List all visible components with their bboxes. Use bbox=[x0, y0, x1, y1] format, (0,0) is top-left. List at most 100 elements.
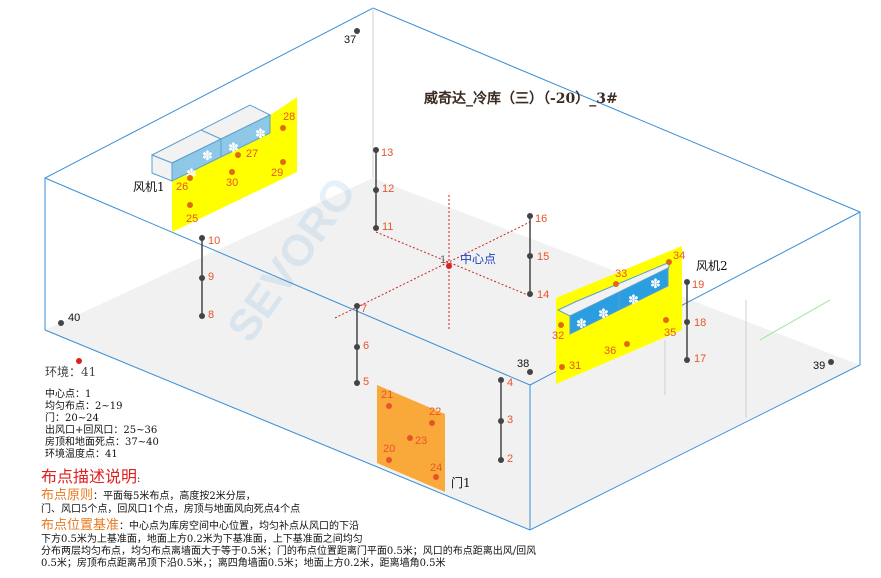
basis-text: 下方0.5米为上基准面，地面上方0.2米为下基准面，上下基准面之间均匀 bbox=[41, 534, 363, 545]
point-30-label: 30 bbox=[226, 177, 238, 189]
fan-icon: ✽ bbox=[255, 127, 266, 142]
point-2-label: 2 bbox=[507, 453, 513, 465]
point-23-marker bbox=[407, 435, 413, 441]
fan1-label: 风机1 bbox=[133, 180, 165, 194]
point-33-label: 33 bbox=[615, 268, 627, 280]
point-22-label: 22 bbox=[429, 406, 441, 418]
point-16-label: 16 bbox=[535, 213, 547, 225]
point-35-marker bbox=[663, 317, 669, 323]
point-26-marker bbox=[187, 175, 193, 181]
point-3-marker bbox=[498, 418, 504, 424]
basis-line: 布点位置基准：中心点为库房空间中心位置，均匀补点从风口的下沿 bbox=[41, 514, 359, 533]
fan-glyphs: ✽ ✽ ✽ ✽ ✽ ✽ ✽ ✽ bbox=[186, 127, 661, 332]
point-34-label: 34 bbox=[673, 250, 685, 262]
point-38-marker bbox=[527, 369, 533, 375]
legend-item: 门：20~24 bbox=[45, 413, 99, 424]
point-21-label: 21 bbox=[381, 389, 393, 401]
point-38-label: 38 bbox=[517, 358, 529, 370]
center-cross-lines bbox=[334, 195, 531, 330]
fan-icon: ✽ bbox=[186, 167, 197, 182]
point-20-marker bbox=[386, 457, 392, 463]
point-8-label: 8 bbox=[208, 309, 214, 321]
point-1-marker bbox=[446, 263, 452, 269]
legend-item: 均匀布点：2~19 bbox=[45, 401, 123, 412]
fan-icon: ✽ bbox=[598, 307, 609, 322]
point-36-marker bbox=[624, 341, 630, 347]
point-22-marker bbox=[429, 420, 435, 426]
door-label: 门1 bbox=[451, 475, 471, 490]
legend-item: 出风口+回风口：25~36 bbox=[45, 425, 158, 436]
basis-text: ：中心点为库房空间中心位置，均匀补点从风口的下沿 bbox=[119, 521, 360, 532]
point-31-label: 31 bbox=[569, 360, 581, 372]
point-15-label: 15 bbox=[537, 251, 549, 263]
point-13-marker bbox=[373, 147, 379, 153]
point-23-label: 23 bbox=[415, 435, 427, 447]
legend-item: 房顶和地面死点：37~40 bbox=[45, 437, 159, 448]
point-10-label: 10 bbox=[208, 235, 220, 247]
legend-item: 环境温度点：41 bbox=[45, 449, 118, 460]
hidden-edges bbox=[372, 8, 747, 418]
principle-text: ：平面每5米布点，高度按2米分层， bbox=[93, 491, 256, 502]
point-35-label: 35 bbox=[664, 327, 676, 339]
floor-line bbox=[759, 299, 831, 341]
point-24-label: 24 bbox=[430, 462, 442, 474]
basis-title: 布点位置基准 bbox=[41, 518, 120, 533]
point-31-marker bbox=[559, 364, 565, 370]
point-40-marker bbox=[58, 320, 64, 326]
point-19-marker bbox=[684, 279, 690, 285]
point-21-marker bbox=[386, 403, 392, 409]
point-28-label: 28 bbox=[283, 111, 295, 123]
point-34-marker bbox=[666, 259, 672, 265]
basis-text: 0.5米；房顶布点距离吊顶下沿0.5米，；离四角墙面0.5米；地面上方0.2米，… bbox=[41, 558, 446, 569]
point-27-marker bbox=[235, 152, 241, 158]
fan2-label: 风机2 bbox=[696, 259, 728, 273]
point-11-marker bbox=[373, 225, 379, 231]
point-20-label: 20 bbox=[383, 443, 395, 455]
point-2-marker bbox=[498, 457, 504, 463]
point-12-label: 12 bbox=[382, 183, 394, 195]
basis-text: 分布两层均匀布点，均匀布点离墙面大于等于0.5米；门的布点位置距离门平面0.5米… bbox=[41, 546, 537, 557]
point-17-label: 17 bbox=[694, 353, 706, 365]
point-9-marker bbox=[199, 275, 205, 281]
heading-text: 布点描述说明 bbox=[41, 467, 138, 486]
legend-item: 中心点：1 bbox=[45, 389, 92, 400]
point-39-marker bbox=[828, 359, 834, 365]
principle-title: 布点原则 bbox=[41, 488, 94, 503]
point-33-marker bbox=[613, 281, 619, 287]
point-1-label: 1 bbox=[440, 254, 446, 266]
fan-unit-2 bbox=[556, 261, 671, 335]
description-heading: 布点描述说明: bbox=[41, 467, 141, 486]
point-5-marker bbox=[354, 380, 360, 386]
point-14-label: 14 bbox=[537, 289, 549, 301]
point-12-marker bbox=[373, 187, 379, 193]
point-32-label: 32 bbox=[552, 330, 564, 342]
point-17-marker bbox=[684, 357, 690, 363]
point-26-label: 26 bbox=[176, 181, 188, 193]
point-27-label: 27 bbox=[246, 148, 258, 160]
fan-icon: ✽ bbox=[650, 277, 661, 292]
point-13-label: 13 bbox=[381, 147, 393, 159]
principle-line: 布点原则：平面每5米布点，高度按2米分层， bbox=[41, 484, 256, 503]
point-11-label: 11 bbox=[382, 221, 393, 233]
point-25-marker bbox=[187, 202, 193, 208]
point-39-label: 39 bbox=[813, 360, 825, 372]
environment-label: 环境：41 bbox=[45, 365, 97, 379]
point-25-label: 25 bbox=[186, 213, 198, 225]
chart-title: 威奇达_冷库（三）（-20）_3# bbox=[424, 91, 618, 107]
principle-text: 门、风口5个点，回风口1个点，房顶与地面风向死点4个点 bbox=[41, 504, 301, 515]
point-6-label: 6 bbox=[363, 340, 369, 352]
point-40-label: 40 bbox=[68, 312, 80, 324]
point-10-marker bbox=[199, 235, 205, 241]
point-7-label: 7 bbox=[361, 303, 367, 315]
fan-icon: ✽ bbox=[576, 317, 587, 332]
point-4-label: 4 bbox=[507, 377, 513, 389]
point-4-marker bbox=[498, 377, 504, 383]
point-37-marker bbox=[354, 28, 360, 34]
point-24-marker bbox=[433, 474, 439, 480]
fan-unit-1 bbox=[150, 104, 272, 182]
floor bbox=[45, 178, 860, 530]
point-41-marker bbox=[76, 358, 82, 364]
point-8-marker bbox=[199, 313, 205, 319]
point-16-marker bbox=[527, 213, 533, 219]
